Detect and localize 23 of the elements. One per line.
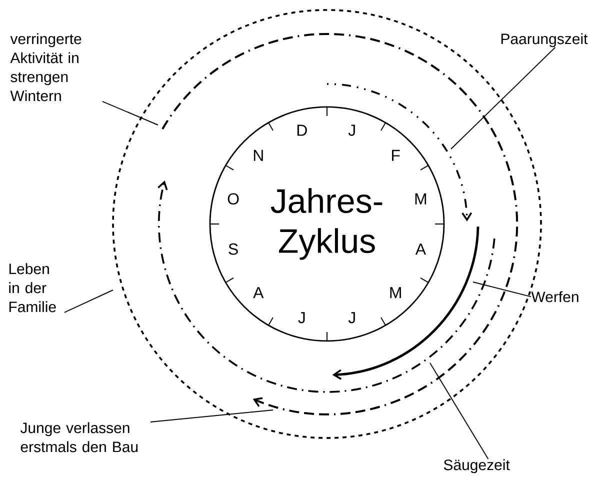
month-label: J xyxy=(298,312,305,324)
month-label: O xyxy=(228,193,239,205)
month-label: J xyxy=(348,312,355,324)
month-label: S xyxy=(228,243,238,255)
label-text: Werfen xyxy=(531,291,578,302)
month-label: A xyxy=(415,244,426,255)
label-text: verringerte Aktivität in strengen Wintern xyxy=(10,33,82,102)
month-label: F xyxy=(392,150,400,161)
month-label: A xyxy=(253,287,264,298)
month-label: M xyxy=(390,287,401,298)
leader-line xyxy=(450,46,556,150)
label-text: Säugezeit xyxy=(444,459,510,474)
leader-line xyxy=(64,289,114,313)
label-text: Paarungszeit xyxy=(501,33,588,48)
month-label: J xyxy=(348,124,355,136)
leader-line xyxy=(150,409,274,422)
month-label: D xyxy=(297,124,307,136)
month-label: N xyxy=(254,150,263,161)
label-text: Leben in der Familie xyxy=(9,263,56,312)
month-label: M xyxy=(415,193,426,204)
label-text: Junge verlassen erstmals den Bau xyxy=(20,422,138,452)
leader-line xyxy=(102,100,158,126)
leader-line xyxy=(430,362,489,460)
